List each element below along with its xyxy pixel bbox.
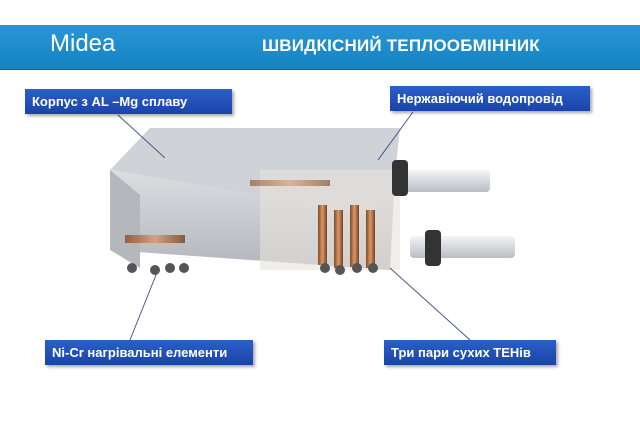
callout-housing: Корпус з AL –Mg сплаву bbox=[25, 89, 232, 114]
housing-shape bbox=[110, 128, 400, 270]
callout-water-pipe: Нержавіючий водопровід bbox=[390, 86, 590, 111]
page-title: ШВИДКІСНИЙ ТЕПЛООБМІННИК bbox=[262, 36, 540, 55]
callout-lines bbox=[117, 111, 471, 341]
midea-logo: Midea bbox=[50, 30, 115, 58]
water-pipes bbox=[392, 160, 515, 266]
header-band bbox=[0, 25, 640, 70]
logo-text: Midea bbox=[50, 30, 116, 57]
callout-heating-elements: Ni-Cr нагрівальні елементи bbox=[45, 340, 253, 365]
callout-dry-heaters: Три пари сухих ТЕНів bbox=[384, 340, 556, 365]
copper-heaters bbox=[125, 180, 378, 275]
